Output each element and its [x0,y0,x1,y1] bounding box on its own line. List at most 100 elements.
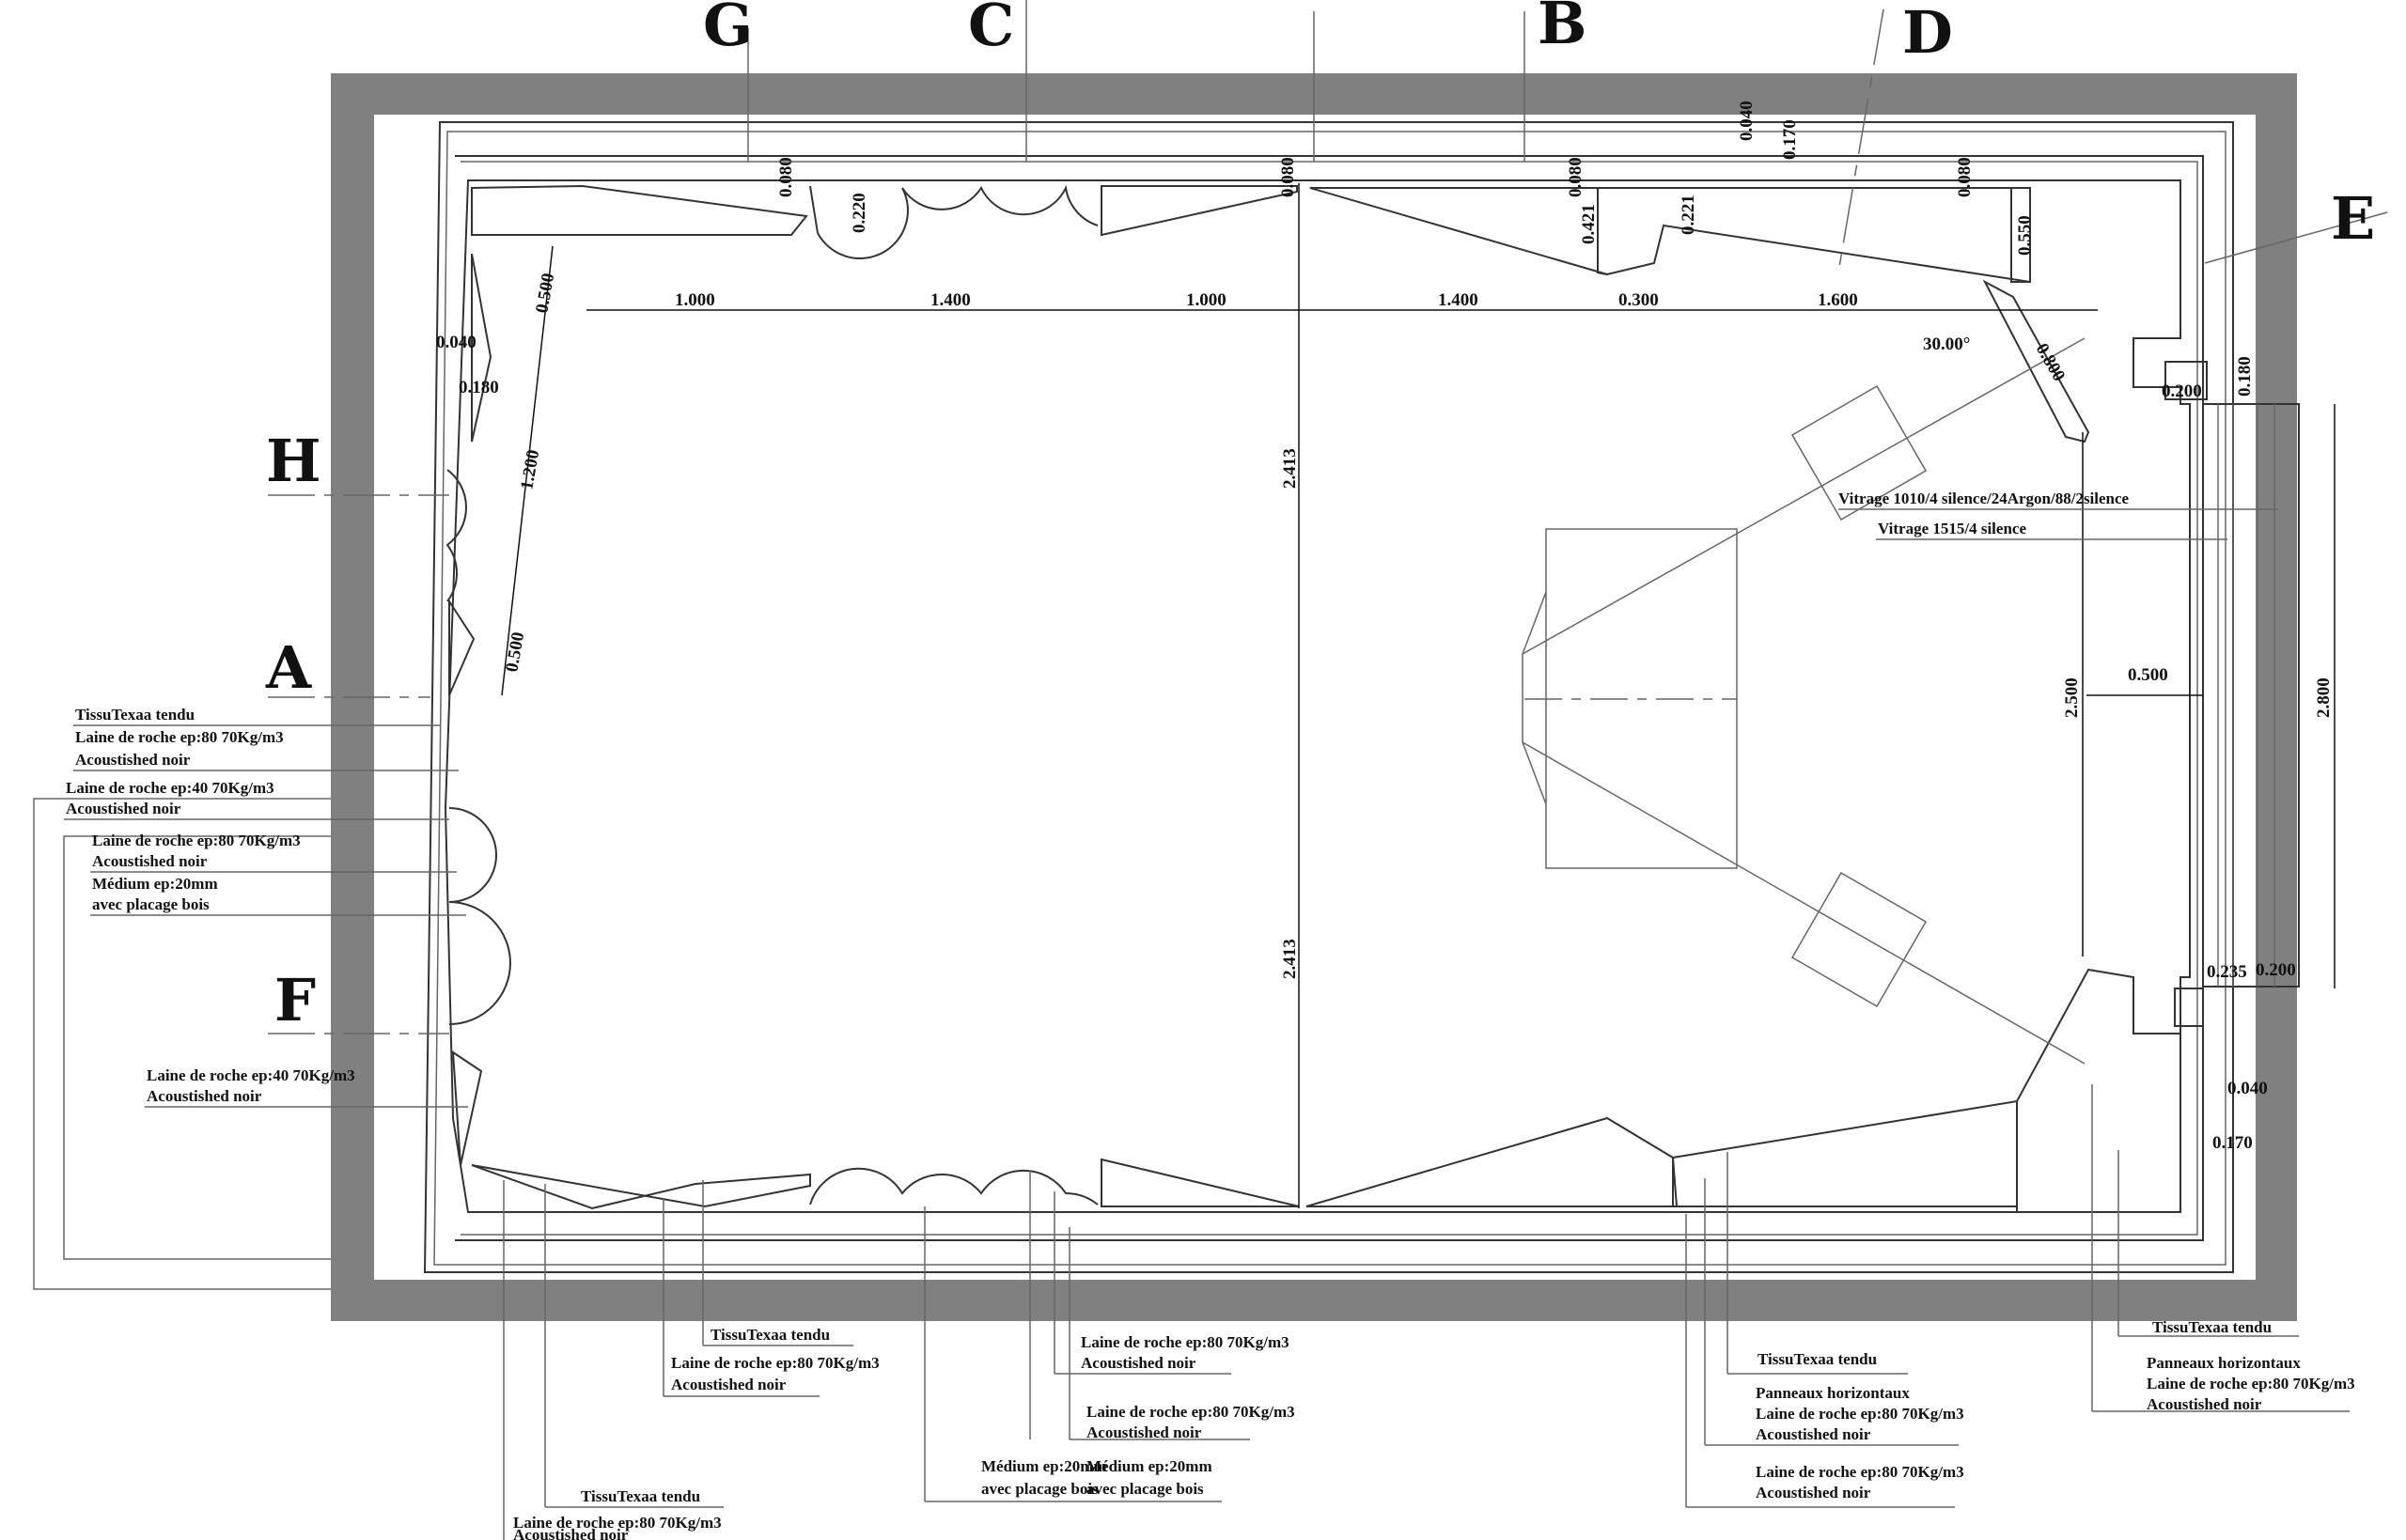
listening-line-bottom [1522,741,2086,1065]
dim-wall-0170-top: 0.170 [1780,119,1800,160]
speaker-top [1790,384,1928,521]
axis-label-F: F [274,966,316,1034]
left-panel-2 [448,598,476,696]
note-bottom-10-line-1: Panneaux horizontaux [1756,1384,1910,1402]
note-left-3-line-1: Laine de roche ep:80 70Kg/m3 [92,832,301,849]
left-leader-box [33,798,331,1290]
dim-wall-0080-d: 0.080 [1955,157,1975,197]
inner-wall-line-4 [461,161,2198,1236]
note-bottom-5-line-2: avec placage bois [981,1480,1099,1498]
axis-line-D [1837,8,1884,273]
dim-wall-0080-c: 0.080 [1566,157,1586,197]
note-bottom-12: TissuTexaa tendu [2152,1318,2272,1336]
dim-top-1000-a: 1.000 [675,290,715,310]
note-bottom-6-line-2: avec placage bois [1086,1480,1204,1498]
dim-right-0040: 0.040 [2227,1079,2268,1098]
note-bottom-13-line-3: Acoustished noir [2147,1395,2262,1413]
dim-wall-0080-a: 0.080 [776,157,796,197]
dim-left-0040: 0.040 [436,333,477,352]
window-jamb-bottom [2174,988,2204,1027]
dim-panel-0221: 0.221 [1679,194,1698,235]
note-left-4-line-1: Laine de roche ep:40 70Kg/m3 [147,1066,355,1084]
dim-center-2413-b: 2.413 [1280,939,1300,979]
room-outline [444,179,2191,1213]
inner-wall-line-1 [423,121,2234,1273]
axis-label-C: C [968,0,1014,59]
dim-right-0500: 0.500 [2128,665,2168,685]
note-bottom-4-line-1: Laine de roche ep:80 70Kg/m3 [513,1514,722,1532]
note-bottom-13-line-1: Panneaux horizontaux [2147,1354,2301,1372]
note-bottom-1: TissuTexaa tendu [711,1326,830,1344]
dim-right-2800: 2.800 [2314,677,2334,718]
axis-label-G: G [703,0,753,59]
top-diffuser-1 [809,184,1099,259]
top-panel-5 [2010,187,2031,283]
note-bottom-5-line-1: Médium ep:20mm [981,1457,1107,1475]
dim-top-1400-a: 1.400 [930,290,971,310]
top-panel-1 [471,184,808,236]
axis-label-A: A [265,633,312,702]
axis-label-B: B [1538,0,1586,57]
note-bottom-8-line-1: Laine de roche ep:80 70Kg/m3 [1086,1403,1295,1421]
dim-panel-0421: 0.421 [1579,204,1599,244]
dim-top-1600: 1.600 [1818,290,1858,310]
dim-top-0300: 0.300 [1618,290,1659,310]
glazing-outer-label: Vitrage 1010/4 silence/24Argon/88/2silen… [1838,490,2130,507]
note-left-1-line-2: Laine de roche ep:80 70Kg/m3 [75,728,284,746]
note-bottom-9: TissuTexaa tendu [1758,1350,1877,1368]
note-left-3-line-2: Acoustished noir [92,852,208,870]
axis-label-D: D [1902,0,1953,67]
left-panel-3 [451,1050,483,1166]
axis-label-H: H [266,427,321,495]
dim-left-0500-b: 0.500 [502,630,528,674]
dim-top-1000-b: 1.000 [1186,290,1226,310]
bottom-right-splay [2016,968,2181,1213]
inner-floor [374,115,2256,1280]
dim-left-0500-a: 0.500 [532,272,558,315]
dim-right-0170: 0.170 [2212,1133,2253,1153]
note-left-2-line-2: Acoustished noir [66,800,181,817]
note-bottom-3: TissuTexaa tendu [581,1487,700,1505]
note-bottom-7-line-2: Acoustished noir [1081,1354,1196,1372]
bottom-panel-1 [1101,1158,1300,1207]
listening-line-top [1522,337,2086,655]
dim-right-0235: 0.235 [2207,962,2247,982]
inner-wall-line-2 [433,131,2226,1266]
note-bottom-2-line-2: Acoustished noir [671,1376,787,1393]
dim-panel-0550: 0.550 [2015,215,2035,256]
bottom-diffuser [809,1167,1099,1206]
note-bottom-6-line-1: Médium ep:20mm [1086,1457,1212,1475]
glazing-inner-label: Vitrage 1515/4 silence [1878,520,2026,537]
axis-line-E [2204,211,2388,264]
dim-right-0200-b: 0.200 [2256,960,2296,980]
bottom-left-panel [471,1164,811,1210]
axis-label-E: E [2331,184,2375,253]
note-bottom-11-line-2: Acoustished noir [1756,1484,1871,1501]
dim-right-0180: 0.180 [2235,356,2255,397]
note-left-1-line-3: Acoustished noir [75,751,191,769]
dim-left-0180: 0.180 [459,378,499,397]
dim-diag-0800: 0.800 [2032,340,2070,385]
note-bottom-7-line-1: Laine de roche ep:80 70Kg/m3 [1081,1333,1289,1351]
note-bottom-10-line-3: Acoustished noir [1756,1425,1871,1443]
dim-angle: 30.00° [1923,334,1970,354]
dim-top-1400-b: 1.400 [1438,290,1478,310]
dim-right-0200-a: 0.200 [2162,381,2202,401]
dim-diff-0220: 0.220 [850,193,869,233]
dim-left-1200: 1.200 [517,448,543,491]
note-bottom-8-line-2: Acoustished noir [1086,1423,1202,1441]
note-bottom-11-line-1: Laine de roche ep:80 70Kg/m3 [1756,1463,1964,1481]
left-diffuser-1 [445,469,467,602]
note-left-3-line-4: avec placage bois [92,895,210,913]
left-panel-1 [471,253,492,443]
note-bottom-10-line-2: Laine de roche ep:80 70Kg/m3 [1756,1405,1964,1423]
note-left-1-line-1: TissuTexaa tendu [75,706,195,723]
left-diag-dim [501,245,554,696]
note-left-4-line-2: Acoustished noir [147,1087,262,1105]
note-left-3-line-3: Médium ep:20mm [92,875,218,893]
left-leader-box-inner [63,835,331,1260]
dim-wall-0040-top: 0.040 [1737,101,1757,141]
dim-center-2413-a: 2.413 [1280,448,1300,489]
